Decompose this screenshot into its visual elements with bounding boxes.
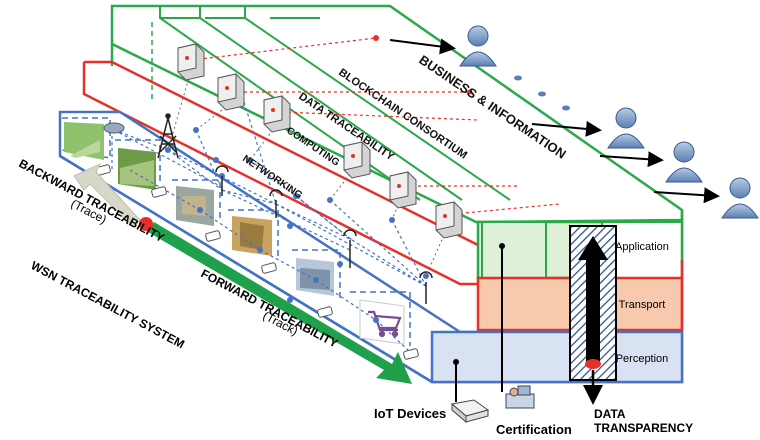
business-users	[389, 25, 759, 219]
antenna-icon	[419, 271, 433, 304]
server-icon	[389, 171, 417, 209]
user-icon	[665, 141, 703, 183]
user-icon	[721, 177, 759, 219]
antenna-icon	[269, 189, 283, 218]
wsn-traceability-label: WSN TRACEABILITY SYSTEM	[29, 258, 187, 351]
server-icon	[435, 201, 463, 239]
antenna-icon	[215, 165, 229, 196]
certification-pointer	[499, 243, 505, 392]
data-transparency-line2: TRANSPARENCY	[594, 421, 693, 435]
sensor-icons	[95, 164, 419, 360]
sensor-network	[111, 101, 427, 353]
transport-label: Transport	[619, 299, 666, 311]
server-icon	[177, 43, 205, 81]
antenna-icons	[215, 165, 433, 304]
perception-label: Perception	[616, 353, 669, 365]
ellipsis-dots	[514, 75, 570, 111]
user-icon	[607, 107, 645, 149]
iot-device-icon	[450, 399, 490, 424]
sensor-icon	[317, 306, 333, 318]
traceability-arrows	[73, 162, 412, 384]
blockchain-links	[191, 37, 561, 215]
server-icons	[177, 43, 463, 239]
server-icon	[263, 95, 291, 133]
iot-devices-label: IoT Devices	[374, 406, 446, 421]
certification-label: Certification	[496, 422, 572, 437]
antenna-icon	[343, 229, 357, 268]
sensor-icon	[151, 186, 167, 198]
server-icon	[343, 141, 371, 179]
sensor-icon	[261, 262, 277, 274]
data-transparency-line1: DATA	[594, 407, 626, 421]
backward-arrow	[73, 162, 141, 227]
application-label: Application	[615, 241, 669, 253]
data-transparency-column	[569, 225, 617, 405]
iot-pointer	[453, 359, 459, 402]
origin-dot	[139, 217, 153, 231]
certification-workstation-icon	[505, 385, 535, 409]
server-icon	[217, 73, 245, 111]
perception-layer	[58, 110, 684, 384]
sensor-icon	[403, 348, 419, 360]
network-nodes	[165, 127, 429, 323]
tower-icon	[157, 113, 179, 159]
scene-images	[64, 122, 405, 345]
forward-arrow	[148, 222, 412, 384]
gateway-icon	[103, 122, 125, 134]
sensor-icon	[205, 230, 221, 242]
user-icon	[459, 25, 497, 67]
